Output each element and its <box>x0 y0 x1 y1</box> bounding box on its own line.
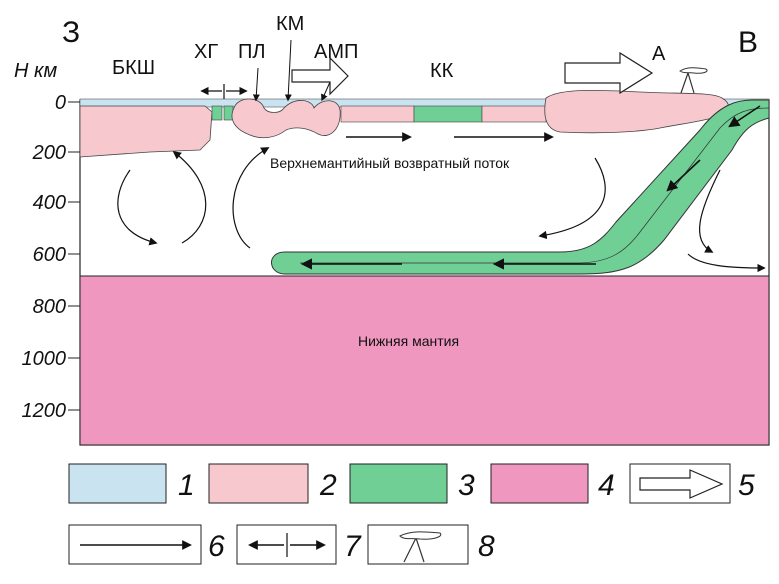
label-pl: ПЛ <box>238 41 266 63</box>
return-flow-curve-east <box>538 157 606 240</box>
legend-num-6: 6 <box>208 530 225 563</box>
label-amp: АМП <box>314 41 358 63</box>
label-km: КМ <box>276 13 304 35</box>
west-label: З <box>62 16 80 49</box>
legend-num-1: 1 <box>178 469 195 502</box>
plate-motion-arrow-km <box>291 56 349 96</box>
depth-unit-label: Н км <box>14 60 57 82</box>
depth-tick-1200: 1200 <box>22 400 67 422</box>
depth-tick-0: 0 <box>55 92 66 114</box>
depth-tick-800: 800 <box>33 296 66 318</box>
depth-tick-600: 600 <box>33 244 66 266</box>
legend-swatch-1 <box>68 463 167 504</box>
km-pointer <box>284 39 292 102</box>
legend-num-7: 7 <box>344 530 362 563</box>
legend-num-8: 8 <box>478 530 495 563</box>
kk-crust-2 <box>481 105 547 123</box>
convection-cell-left <box>117 169 158 246</box>
slab-flow-arrow-4 <box>728 105 761 128</box>
label-bksh: БКШ <box>112 57 155 79</box>
amp-pointer <box>321 81 331 102</box>
crust-bksh <box>79 105 213 158</box>
convection-cell-right <box>172 150 207 244</box>
divergence-arrows-icon <box>248 533 326 557</box>
legend-num-5: 5 <box>738 469 755 502</box>
label-kk: КК <box>430 60 454 82</box>
legend-num-3: 3 <box>458 469 475 502</box>
volcano-legend-icon <box>399 531 442 563</box>
return-flow-label: Верхнемантийный возвратный поток <box>270 155 510 171</box>
legend-num-2: 2 <box>319 469 337 502</box>
mantle-flow-east-out <box>687 253 766 273</box>
legend-swatch-4 <box>490 463 589 504</box>
depth-axis <box>68 101 80 411</box>
hg-block-1 <box>211 105 223 121</box>
label-hg: ХГ <box>194 41 218 63</box>
depth-tick-200: 200 <box>32 142 66 164</box>
lower-mantle-label: Нижняя мантия <box>358 333 459 349</box>
return-flow-curve-west <box>232 147 270 249</box>
volcano-icon <box>679 67 708 94</box>
pl-pointer <box>252 67 260 102</box>
plate-motion-arrow-a <box>564 51 654 95</box>
depth-tick-1000: 1000 <box>22 348 67 370</box>
label-a: А <box>652 43 666 65</box>
kk-slab-strip <box>413 105 483 123</box>
hg-block-2 <box>223 105 234 121</box>
kk-crust-1 <box>340 105 415 123</box>
lower-mantle <box>79 275 770 446</box>
subducting-slab <box>271 99 770 275</box>
legend-num-4: 4 <box>598 469 615 502</box>
crust-pl-km-amp <box>231 98 341 139</box>
slab-flow-arrow-3 <box>666 159 701 192</box>
big-arrow-icon <box>639 469 724 499</box>
legend-swatch-3 <box>349 463 448 504</box>
depth-tick-400: 400 <box>33 192 66 214</box>
legend-swatch-2 <box>208 463 309 504</box>
mantle-flow-east-down <box>699 169 721 253</box>
slab-inner-line <box>300 107 770 264</box>
east-label: В <box>738 26 758 59</box>
